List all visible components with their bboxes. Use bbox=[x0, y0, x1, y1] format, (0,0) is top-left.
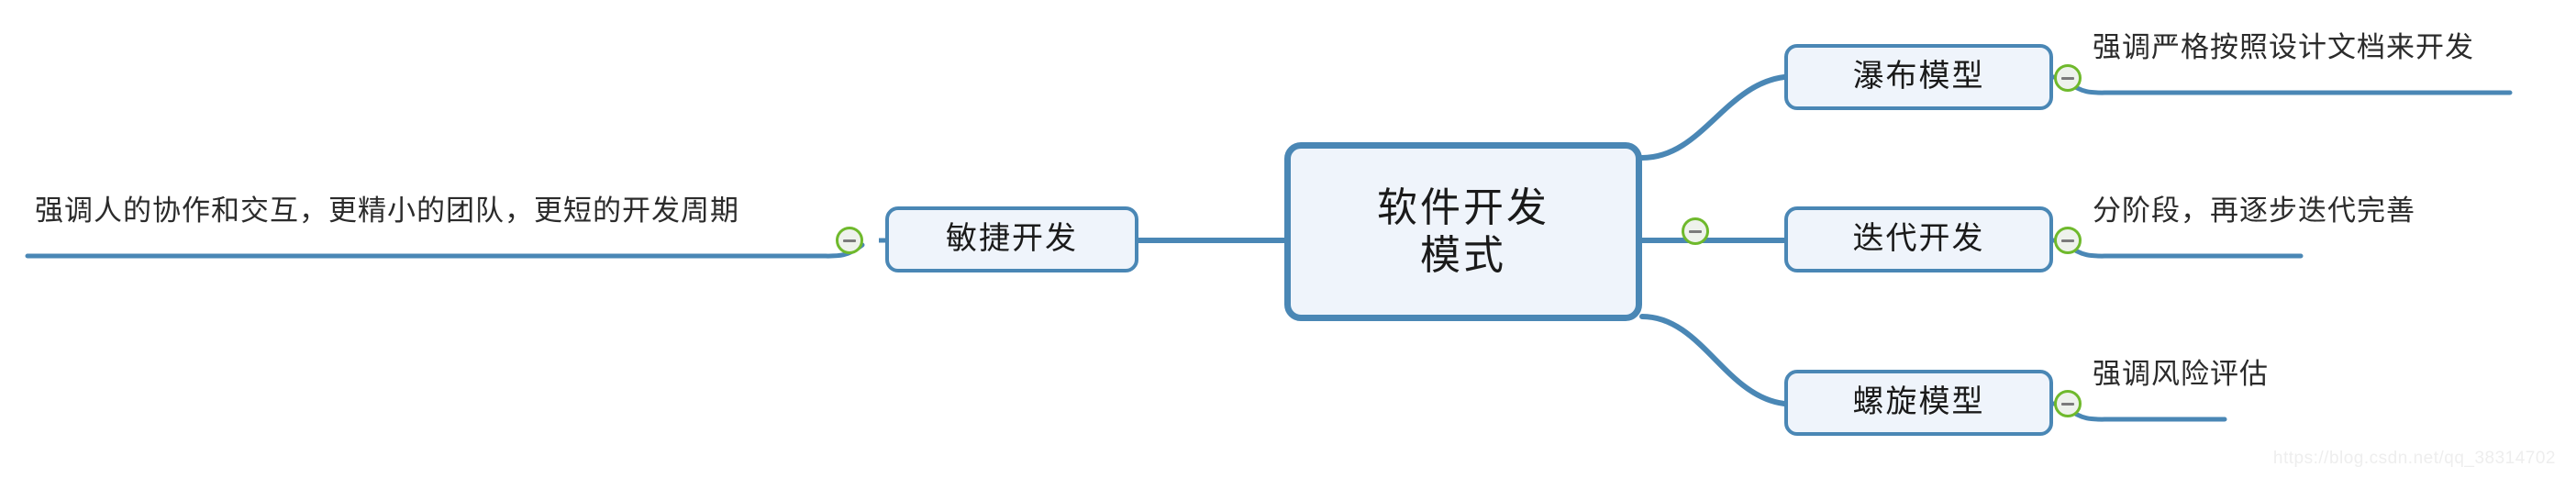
branch-node-waterfall-model[interactable]: 瀑布模型 bbox=[1784, 44, 2053, 110]
edge-root-to-spiral bbox=[1639, 314, 1787, 406]
leaf-description-iterative[interactable]: 分阶段，再逐步迭代完善 bbox=[2093, 195, 2415, 227]
underline-agile-description bbox=[25, 242, 865, 259]
branch-node-iterative-development[interactable]: 迭代开发 bbox=[1784, 206, 2053, 272]
leaf-description-spiral[interactable]: 强调风险评估 bbox=[2093, 358, 2269, 390]
branch-node-spiral-model[interactable]: 螺旋模型 bbox=[1784, 370, 2053, 436]
minus-circle-icon-root[interactable] bbox=[1682, 217, 1709, 245]
minus-circle-icon-agile[interactable] bbox=[836, 227, 863, 254]
minus-circle-icon-waterfall[interactable] bbox=[2054, 64, 2082, 92]
root-node-software-development-model[interactable]: 软件开发 模式 bbox=[1284, 142, 1642, 321]
minus-circle-icon-iterative[interactable] bbox=[2054, 227, 2082, 254]
leaf-description-agile[interactable]: 强调人的协作和交互，更精小的团队，更短的开发周期 bbox=[35, 195, 739, 227]
underline-spiral-description bbox=[2064, 406, 2227, 422]
underline-iterative-description bbox=[2064, 242, 2304, 259]
minus-circle-icon-spiral[interactable] bbox=[2054, 390, 2082, 417]
edge-root-to-waterfall bbox=[1639, 74, 1787, 161]
leaf-description-waterfall[interactable]: 强调严格按照设计文档来开发 bbox=[2093, 31, 2474, 63]
underline-waterfall-description bbox=[2064, 79, 2513, 95]
branch-node-agile-development[interactable]: 敏捷开发 bbox=[885, 206, 1138, 272]
watermark-text: https://blog.csdn.net/qq_38314702 bbox=[2272, 449, 2556, 468]
